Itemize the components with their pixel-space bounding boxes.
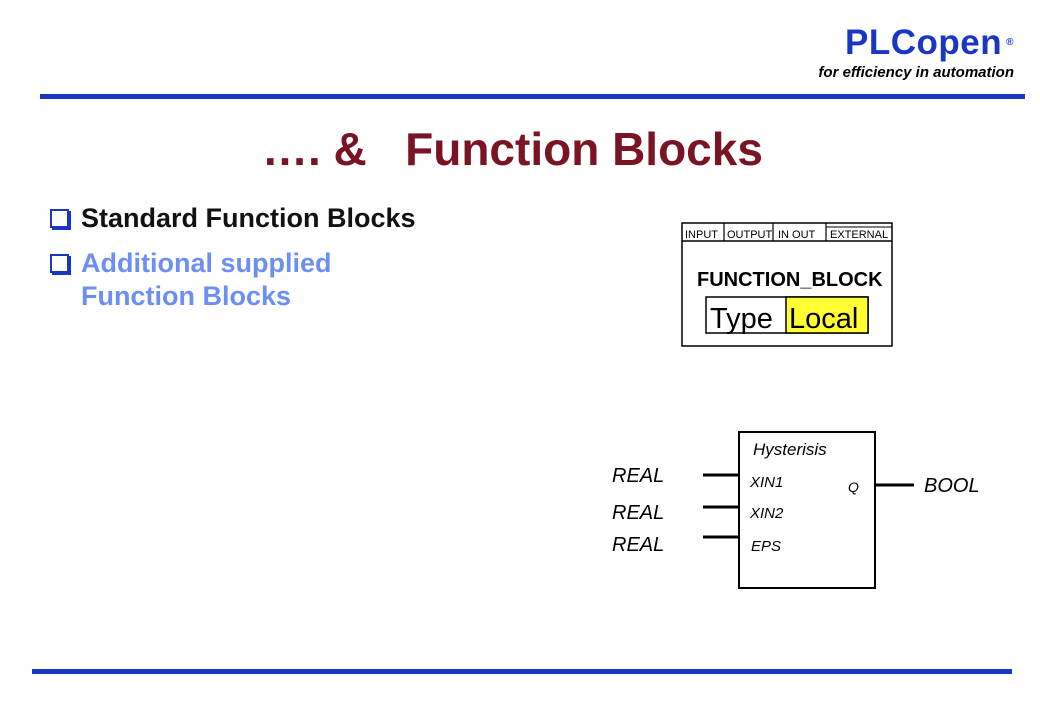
brand-logo: PLCopen® for efficiency in automation [818,24,1014,82]
fb-instance-name: Hysterisis [753,440,827,459]
fb-instance-box [738,431,876,589]
local-highlight [785,296,869,334]
output-type-label: BOOL [924,475,980,497]
checkbox-bullet-icon [50,209,69,228]
input-type-label: REAL [612,465,664,487]
input-pin-eps: EPS [751,538,781,555]
fb-instance-diagram: Hysterisis XIN1 XIN2 EPS Q REAL REAL REA… [612,431,980,589]
bullet-item-additional: Additional supplied Function Blocks [50,247,416,313]
input-pin-xin1: XIN1 [749,474,783,491]
registered-mark: ® [1006,37,1014,48]
brand-name-text: PLCopen [845,23,1003,62]
local-label: Local [789,303,858,335]
section-external: EXTERNAL [830,229,888,241]
brand-tagline: for efficiency in automation [818,64,1014,81]
section-output: OUTPUT [727,229,773,241]
bullet-list: Standard Function Blocks Additional supp… [50,202,416,325]
section-input: INPUT [685,229,718,241]
input-type-label: REAL [612,502,664,524]
bullet-text: Additional supplied Function Blocks [81,248,332,311]
type-label: Type [710,303,773,335]
checkbox-bullet-icon [50,254,69,273]
bullet-text: Standard Function Blocks [81,203,416,233]
fb-declaration-diagram: INPUT OUTPUT IN OUT EXTERNAL FUNCTION_BL… [681,222,893,347]
bullet-item-standard: Standard Function Blocks [50,202,416,235]
slide-title: …. & Function Blocks [262,123,763,175]
brand-name: PLCopen® [818,24,1014,62]
input-pin-xin2: XIN2 [749,505,784,522]
top-divider [40,94,1025,99]
function-block-keyword: FUNCTION_BLOCK [697,269,883,291]
output-pin-q: Q [848,479,859,495]
section-inout: IN OUT [778,229,816,241]
bottom-divider [32,669,1012,674]
input-type-label: REAL [612,534,664,556]
